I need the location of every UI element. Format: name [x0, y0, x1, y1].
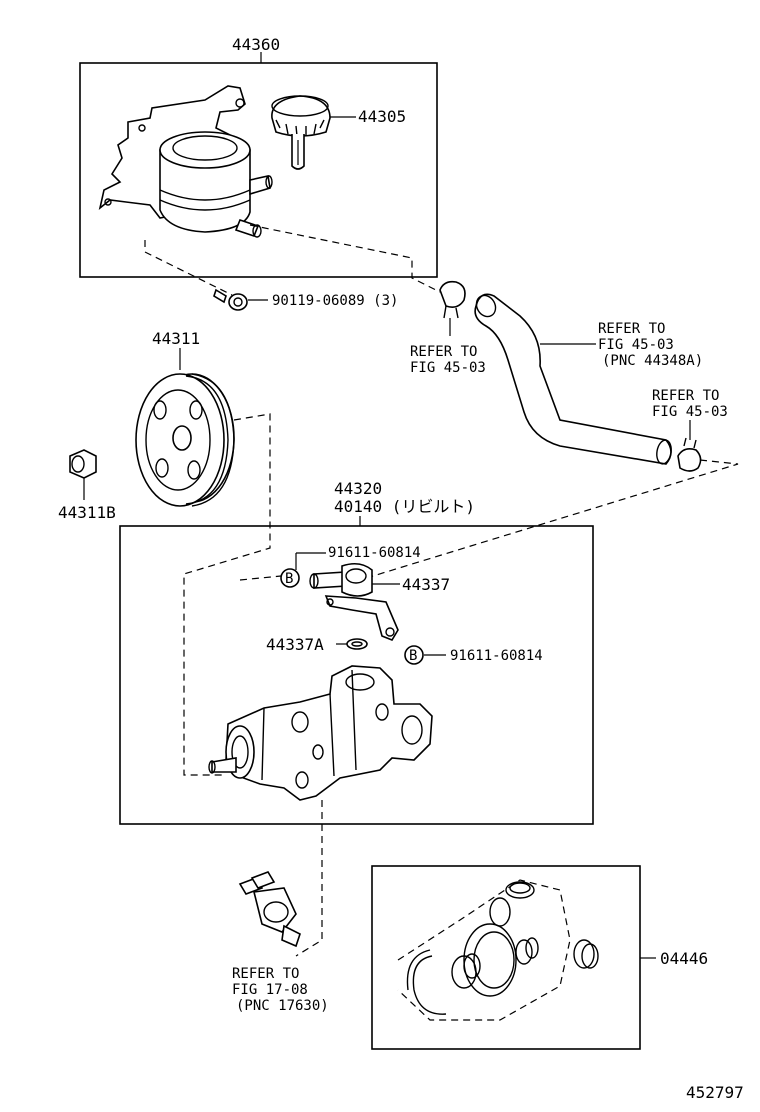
gasket-kit-box: [371, 865, 641, 1050]
refer-clamp-line1: REFER TO: [410, 344, 477, 360]
svg-text:B: B: [285, 571, 293, 587]
refer-hose-line1: REFER TO: [598, 321, 665, 337]
label-bolt: 90119-06089 (3): [272, 293, 398, 309]
refer-switch-line3: (PNC 17630): [236, 998, 329, 1014]
refer-clamp2-line2: FIG 45-03: [652, 404, 728, 420]
refer-hose-line3: (PNC 44348A): [602, 353, 703, 369]
label-pump-assy: 44320: [334, 479, 382, 498]
callout-b-bottom: B: [404, 645, 424, 665]
label-gasket-bottom: 91611-60814: [450, 648, 543, 664]
pump-body: [208, 665, 433, 801]
label-cap: 44305: [358, 107, 406, 126]
bolt: [213, 288, 248, 311]
figure-number: 452797: [686, 1083, 744, 1102]
refer-hose-line2: FIG 45-03: [598, 337, 674, 353]
label-reservoir-assy: 44360: [232, 35, 280, 54]
pressure-switch: [238, 871, 301, 948]
label-union: 44337: [402, 575, 450, 594]
refer-switch-line2: FIG 17-08: [232, 982, 308, 998]
refer-clamp2-line1: REFER TO: [652, 388, 719, 404]
o-ring: [346, 638, 368, 650]
label-oring: 44337A: [266, 635, 324, 654]
refer-clamp-line2: FIG 45-03: [410, 360, 486, 376]
reservoir-tank: [98, 85, 273, 238]
label-pulley: 44311: [152, 329, 200, 348]
callout-b-top: B: [280, 568, 300, 588]
return-hose: [474, 293, 672, 465]
svg-text:B: B: [409, 648, 417, 664]
gasket-kit-parts: [397, 879, 599, 1021]
union-fitting: [309, 562, 399, 641]
label-nut: 44311B: [58, 503, 116, 522]
label-pump-rebuilt: 40140 (リビルト): [334, 497, 475, 516]
pulley: [135, 373, 235, 507]
hose-clamp-bottom: [677, 437, 702, 472]
label-gasket-kit: 04446: [660, 949, 708, 968]
refer-switch-line1: REFER TO: [232, 966, 299, 982]
pump-box: [119, 525, 594, 825]
pulley-nut: [69, 449, 97, 479]
hose-clamp-top: [439, 280, 466, 319]
reservoir-cap: [271, 95, 331, 170]
reservoir-box: [79, 62, 438, 278]
label-gasket-top: 91611-60814: [328, 545, 421, 561]
